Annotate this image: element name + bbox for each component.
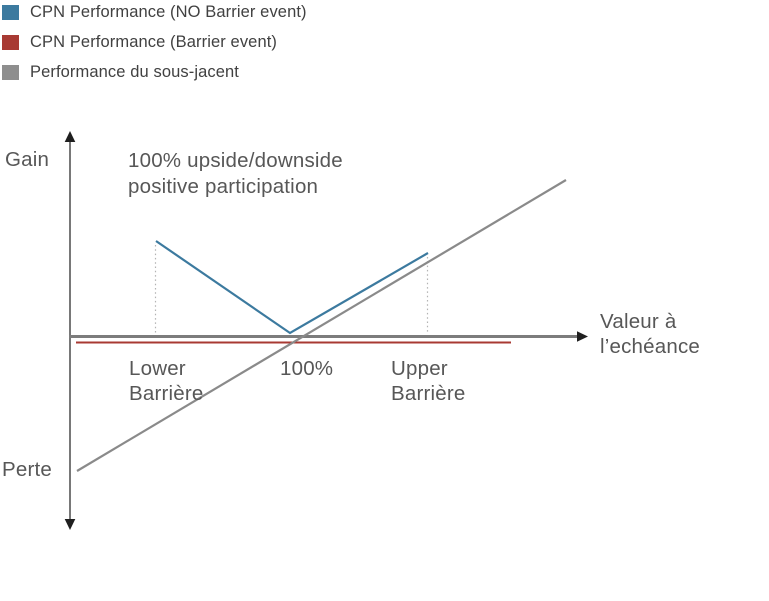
legend-item-cpn-no-barrier: CPN Performance (NO Barrier event) xyxy=(2,2,307,21)
legend-swatch-gray xyxy=(2,64,19,80)
legend-swatch-blue xyxy=(2,4,19,20)
annotation-line-1: 100% upside/downside xyxy=(128,149,343,172)
y-axis-bottom-label: Perte xyxy=(2,458,52,481)
x-axis-label-line-1: Valeur à xyxy=(600,310,677,333)
x-axis-right-arrow xyxy=(577,331,588,342)
participation-annotation: 100% upside/downside positive participat… xyxy=(128,148,343,200)
x-axis-label: Valeur à l’echéance xyxy=(600,309,700,359)
x-axis-label-line-2: l’echéance xyxy=(600,335,701,358)
legend-label: Performance du sous-jacent xyxy=(30,62,239,81)
legend: CPN Performance (NO Barrier event) CPN P… xyxy=(2,2,307,81)
legend-label: CPN Performance (Barrier event) xyxy=(30,32,278,51)
tick-label-upper-barrier: Upper Barrière xyxy=(391,357,466,405)
series-cpn-no-barrier-event xyxy=(155,240,429,335)
tick-label-100-percent: 100% xyxy=(280,357,334,380)
legend-label: CPN Performance (NO Barrier event) xyxy=(30,2,307,21)
annotation-line-2: positive participation xyxy=(128,175,319,198)
legend-item-underlying: Performance du sous-jacent xyxy=(2,62,307,81)
legend-swatch-red xyxy=(2,34,19,50)
y-axis-top-label: Gain xyxy=(5,148,50,171)
legend-item-cpn-barrier: CPN Performance (Barrier event) xyxy=(2,32,307,51)
y-axis-up-arrow xyxy=(64,131,76,142)
tick-label-lower-barrier: Lower Barrière xyxy=(129,357,204,405)
series-underlying-performance xyxy=(76,179,567,472)
y-axis-down-arrow xyxy=(64,519,76,530)
